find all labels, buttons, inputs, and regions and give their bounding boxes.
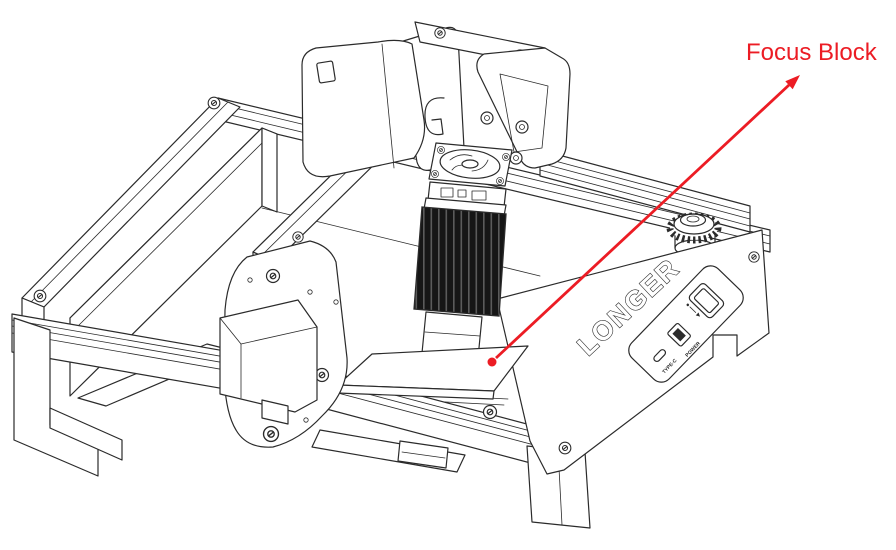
gantry-carriage <box>301 21 571 178</box>
laser-module <box>413 142 513 359</box>
carriage-right-plate <box>476 47 571 169</box>
y-axis-motor <box>219 299 318 425</box>
x-axis-motor <box>301 39 426 178</box>
base-frame <box>11 77 771 529</box>
port-panel: TYPE-C POWER <box>628 265 744 383</box>
annotation-arrowhead <box>785 75 800 90</box>
focus-block-annotation: Focus Block <box>487 39 878 367</box>
power-switch-icon <box>686 283 725 319</box>
left-foot <box>13 317 123 477</box>
focus-block-label: Focus Block <box>746 39 878 66</box>
tray-wall <box>69 127 278 397</box>
cooling-fan <box>428 142 513 187</box>
logo-g-cutout <box>424 97 445 136</box>
side-panel: LONGER TYPE-C POWER <box>496 229 770 475</box>
y-axis-motor-assembly <box>219 240 348 448</box>
type-c-port-icon <box>653 349 667 363</box>
laser-heatsink <box>413 206 507 317</box>
annotation-arrow-line <box>495 83 790 360</box>
front-bracket <box>397 440 449 469</box>
annotation-dot <box>487 357 497 367</box>
